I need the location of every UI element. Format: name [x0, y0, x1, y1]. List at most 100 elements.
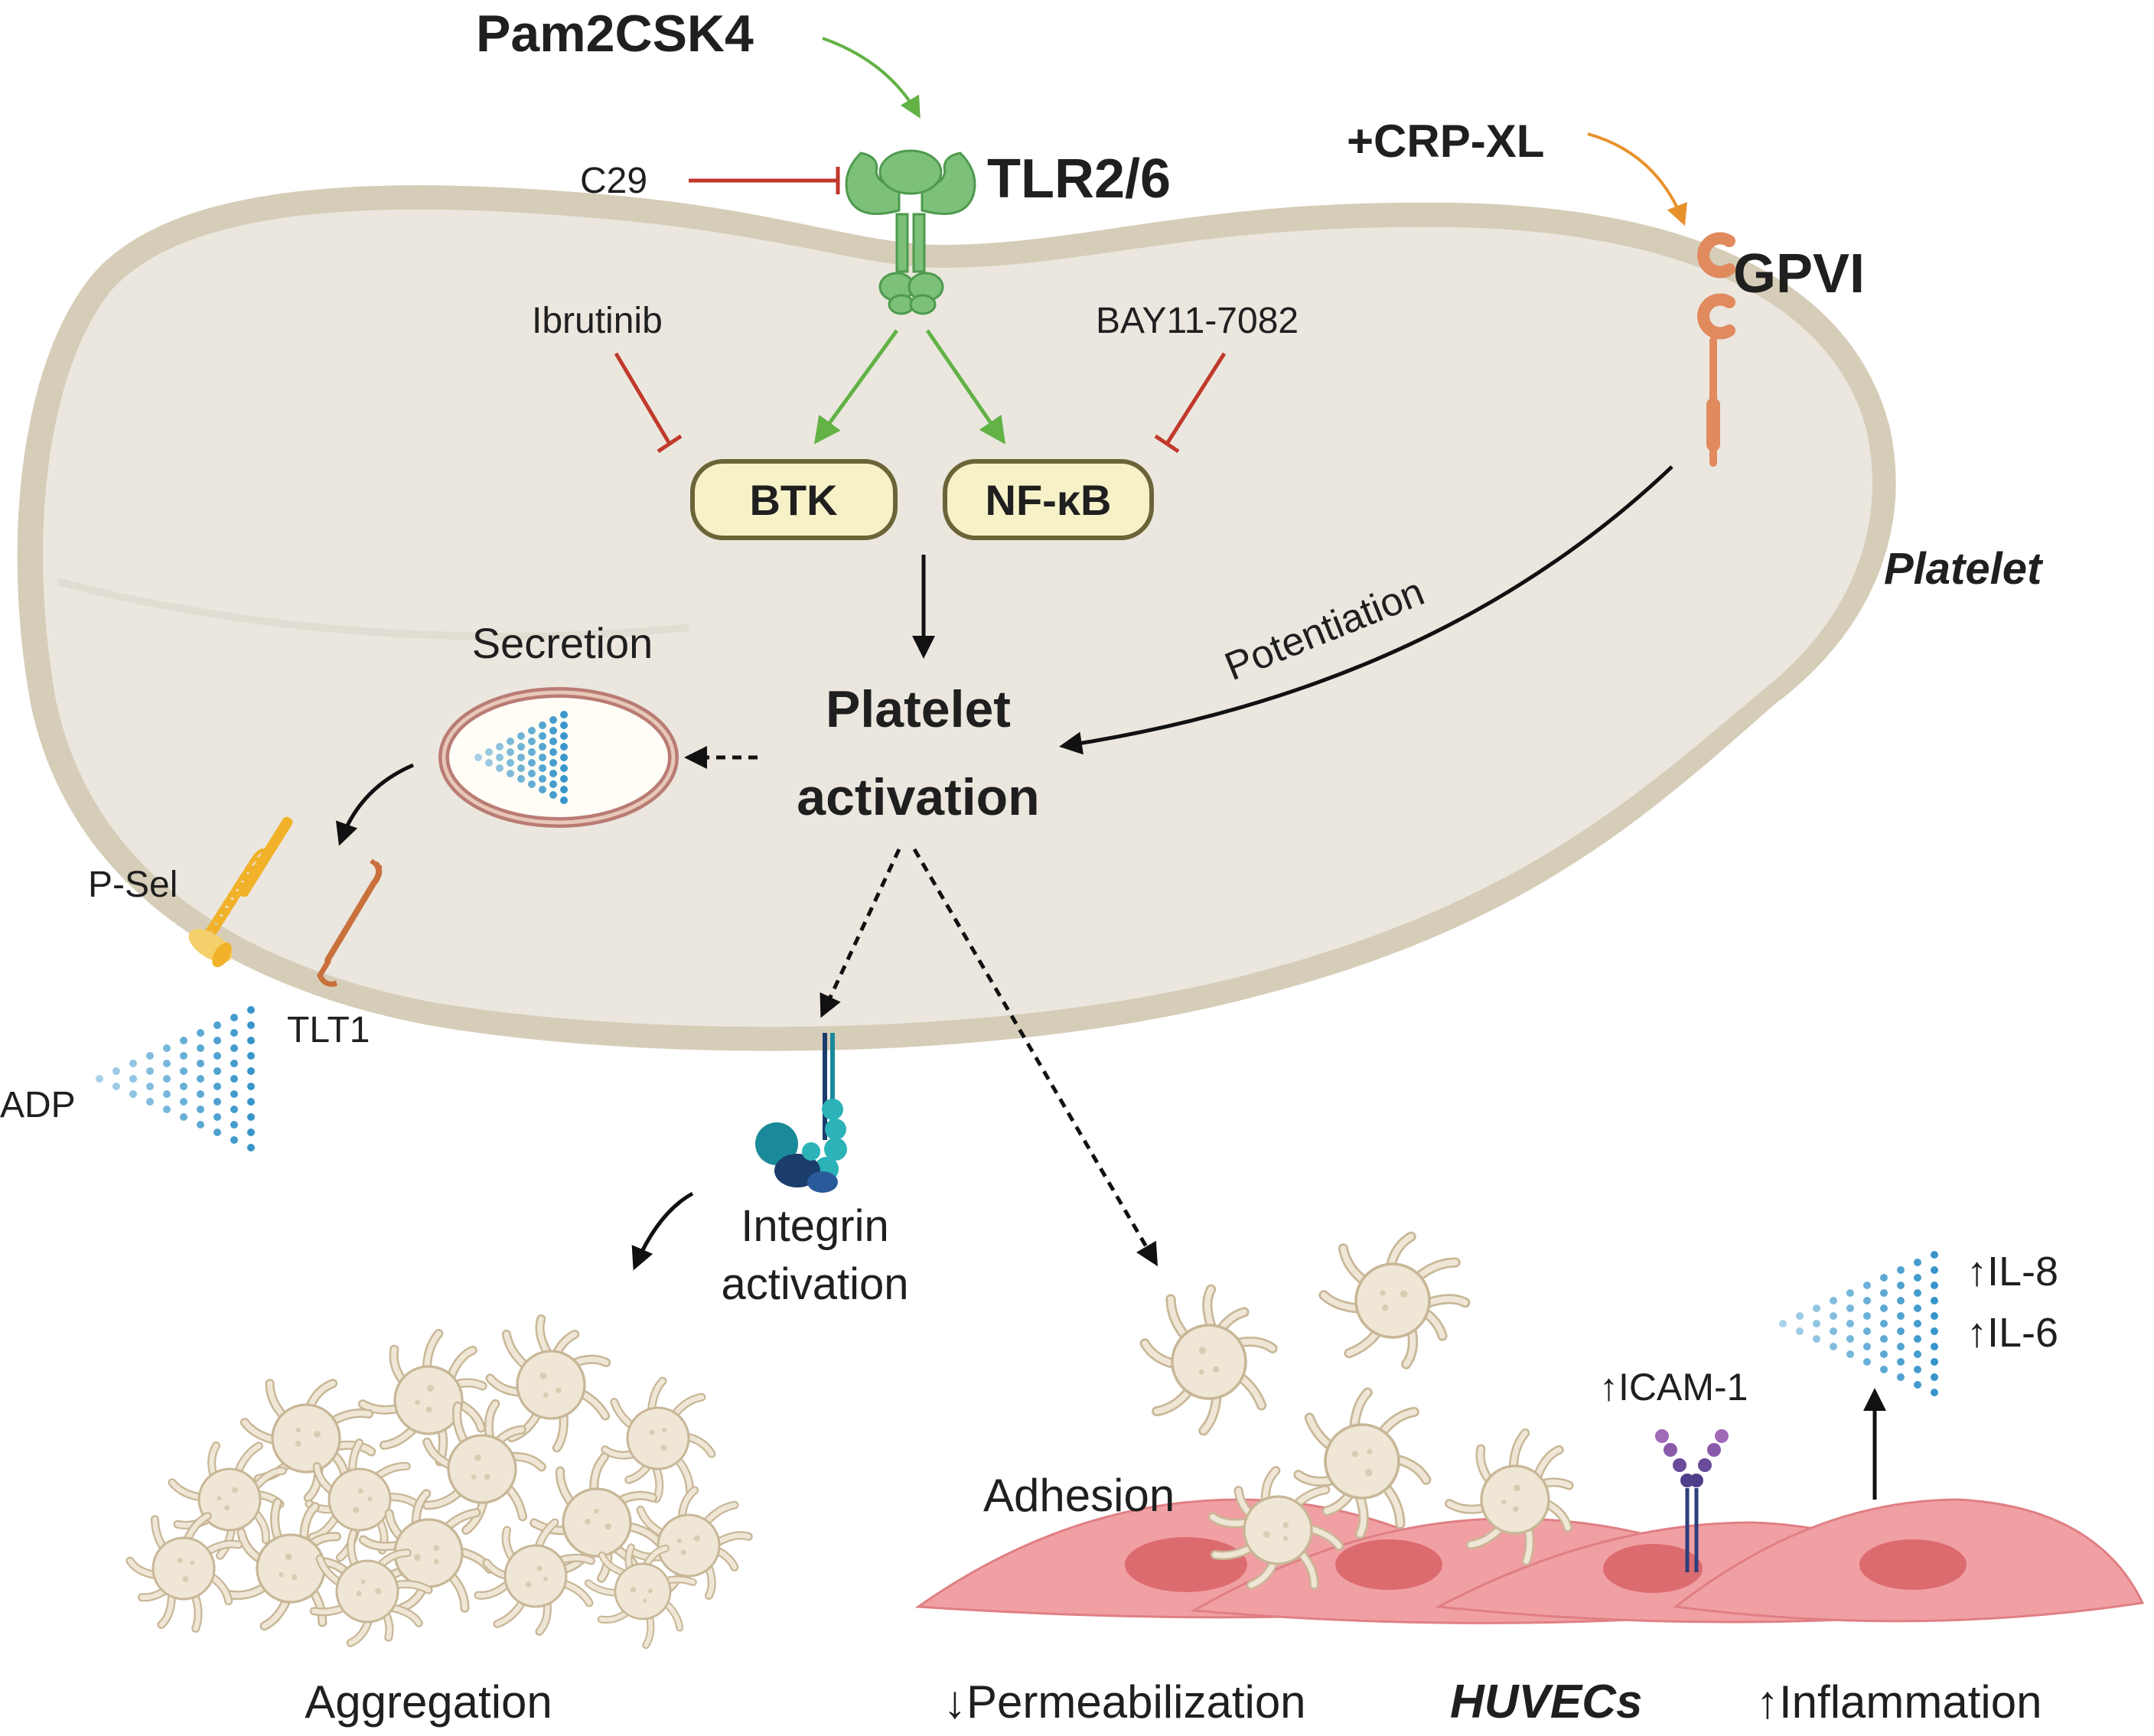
dot: [1846, 1289, 1854, 1297]
dot: [180, 1037, 187, 1044]
dot: [163, 1044, 171, 1052]
icam1-molecule: [1655, 1429, 1729, 1572]
dot: [1897, 1266, 1905, 1274]
dot: [1914, 1259, 1921, 1266]
dot: [230, 1075, 238, 1083]
dot: [1931, 1251, 1938, 1259]
dot: [1897, 1373, 1905, 1381]
tlt1-receptor: [317, 858, 383, 987]
dot: [1880, 1274, 1888, 1282]
dot: [230, 1014, 238, 1021]
dot: [213, 1052, 221, 1060]
dot: [1880, 1335, 1888, 1343]
dot: [517, 743, 525, 751]
dot: [96, 1075, 103, 1083]
dot: [197, 1044, 204, 1052]
dot: [1846, 1350, 1854, 1358]
dot: [1846, 1320, 1854, 1327]
dot: [1897, 1358, 1905, 1366]
dot: [517, 775, 525, 783]
dot: [197, 1090, 204, 1098]
activated-platelet: [588, 1368, 729, 1511]
dot: [1897, 1282, 1905, 1289]
dot: [507, 748, 514, 756]
integrin: [755, 1033, 847, 1193]
dot: [1846, 1335, 1854, 1343]
dot: [213, 1037, 221, 1044]
dot: [1830, 1343, 1837, 1350]
dot: [247, 1037, 255, 1044]
dot: [539, 786, 546, 793]
dot: [528, 748, 536, 756]
dot: [163, 1060, 171, 1067]
p-selectin: [188, 816, 293, 968]
dot: [1914, 1274, 1921, 1282]
dot: [146, 1052, 154, 1060]
dot: [539, 754, 546, 761]
dot: [1846, 1304, 1854, 1312]
huvecs-label: HUVECs: [1450, 1676, 1643, 1728]
dot: [213, 1113, 221, 1121]
dot: [1880, 1289, 1888, 1297]
platelet-activation-line1: Platelet: [826, 680, 1011, 738]
dot: [146, 1098, 154, 1106]
dot: [1813, 1304, 1820, 1312]
bay-label: BAY11-7082: [1096, 301, 1299, 341]
dot: [197, 1106, 204, 1113]
dot: [1880, 1304, 1888, 1312]
dot: [247, 1098, 255, 1106]
psel-label: P-Sel: [88, 865, 178, 905]
dot: [1796, 1312, 1804, 1320]
dot: [517, 764, 525, 772]
dot: [163, 1106, 171, 1113]
dot: [1914, 1289, 1921, 1297]
dot: [247, 1083, 255, 1090]
dot: [549, 738, 557, 745]
platelet-label: Platelet: [1884, 544, 2044, 594]
dot: [539, 743, 546, 751]
dot: [1863, 1358, 1871, 1366]
dot: [180, 1098, 187, 1106]
dot: [1931, 1297, 1938, 1304]
dot: [1796, 1327, 1804, 1335]
tlt1-label: TLT1: [287, 1010, 370, 1050]
c29-label: C29: [580, 161, 647, 201]
dot: [129, 1060, 137, 1067]
dot: [1830, 1327, 1837, 1335]
tlr26-label: TLR2/6: [987, 148, 1171, 210]
adp-dots: [96, 1006, 255, 1151]
dot: [230, 1136, 238, 1144]
dot: [230, 1090, 238, 1098]
dot: [1863, 1327, 1871, 1335]
dot: [528, 770, 536, 777]
adhesion-label: Adhesion: [983, 1470, 1175, 1521]
dot: [230, 1060, 238, 1067]
aggregation-label: Aggregation: [305, 1676, 552, 1728]
icam1-label: ↑ICAM-1: [1599, 1366, 1748, 1409]
dot: [539, 764, 546, 772]
dot: [230, 1106, 238, 1113]
dot: [230, 1029, 238, 1037]
dot: [247, 1006, 255, 1014]
dot: [247, 1129, 255, 1136]
dot: [539, 775, 546, 783]
dot: [1914, 1320, 1921, 1327]
integrin-line1: Integrin: [741, 1201, 888, 1251]
dot: [549, 791, 557, 799]
dot: [180, 1113, 187, 1121]
ibrutinib-inhibition: [614, 352, 672, 445]
dot: [1863, 1282, 1871, 1289]
crp-xl-arrow: [1587, 132, 1687, 226]
dot: [549, 748, 557, 756]
adp-label: ADP: [0, 1085, 76, 1125]
dot: [1813, 1335, 1820, 1343]
dot: [517, 754, 525, 761]
dot: [1863, 1297, 1871, 1304]
dot: [112, 1083, 120, 1090]
platelet-aggregate: [106, 1312, 754, 1670]
dot: [560, 764, 568, 772]
dot: [1914, 1304, 1921, 1312]
il6-label: ↑IL-6: [1967, 1310, 2058, 1356]
dot: [1897, 1327, 1905, 1335]
dot: [180, 1083, 187, 1090]
